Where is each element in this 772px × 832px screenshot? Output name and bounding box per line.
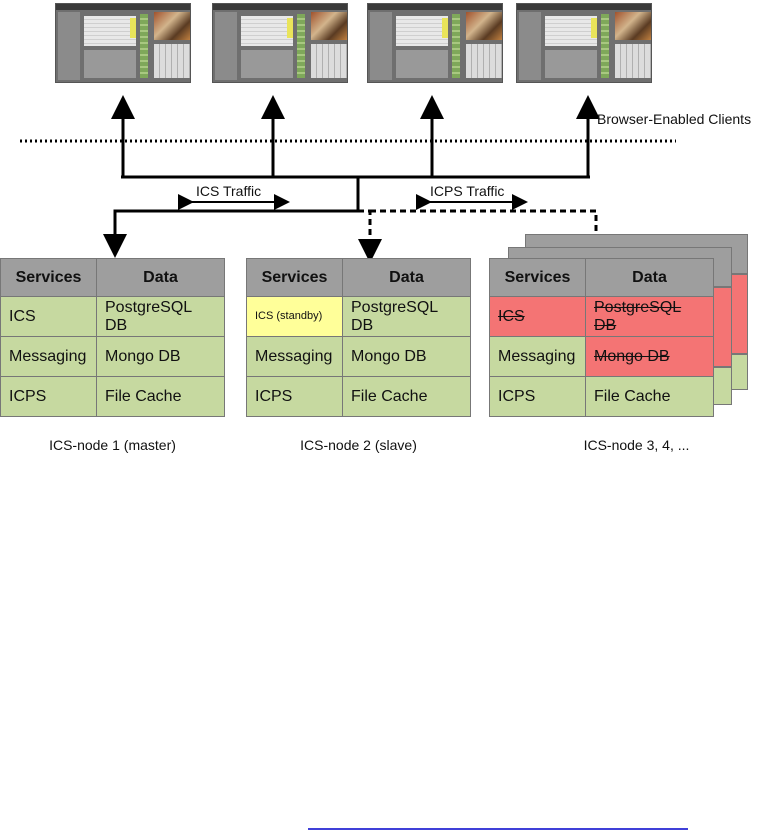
node-table-1: Services Data ICS PostgreSQL DB Messagin… (0, 258, 225, 417)
service-cell: Messaging (246, 336, 343, 377)
service-cell-standby: ICS (standby) (246, 296, 343, 337)
node-table-3: Services Data ICS PostgreSQL DB Messagin… (489, 258, 714, 417)
header-services: Services (246, 258, 343, 297)
data-cell: File Cache (585, 376, 714, 417)
data-cell: PostgreSQL DB (96, 296, 225, 337)
node-caption-3: ICS-node 3, 4, ... (583, 437, 690, 453)
header-services: Services (489, 258, 586, 297)
header-services: Services (0, 258, 97, 297)
client-screen-2 (212, 3, 348, 83)
data-cell: Mongo DB (96, 336, 225, 377)
data-cell-disabled: PostgreSQL DB (585, 296, 714, 337)
client-screen-1 (55, 3, 191, 83)
clients-label: Browser-Enabled Clients (597, 111, 752, 127)
service-cell-disabled: ICS (489, 296, 586, 337)
data-cell: PostgreSQL DB (342, 296, 471, 337)
service-cell: ICPS (246, 376, 343, 417)
service-cell: ICPS (489, 376, 586, 417)
node-caption-1: ICS-node 1 (master) (49, 437, 176, 453)
node-table-2: Services Data ICS (standby) PostgreSQL D… (246, 258, 471, 417)
service-cell: ICPS (0, 376, 97, 417)
client-screen-4 (516, 3, 652, 83)
data-cell: Mongo DB (342, 336, 471, 377)
service-cell: ICS (0, 296, 97, 337)
client-screen-3 (367, 3, 503, 83)
node-caption-2: ICS-node 2 (slave) (300, 437, 417, 453)
icps-link-node2 (358, 209, 382, 263)
service-cell: Messaging (0, 336, 97, 377)
ics-link-node1 (103, 209, 358, 258)
data-cell-disabled: Mongo DB (585, 336, 714, 377)
icps-traffic-label: ICPS Traffic (430, 183, 505, 199)
ics-traffic-label: ICS Traffic (196, 183, 262, 199)
service-cell: Messaging (489, 336, 586, 377)
data-cell: File Cache (96, 376, 225, 417)
data-cell: File Cache (342, 376, 471, 417)
header-data: Data (342, 258, 471, 297)
header-data: Data (585, 258, 714, 297)
header-data: Data (96, 258, 225, 297)
